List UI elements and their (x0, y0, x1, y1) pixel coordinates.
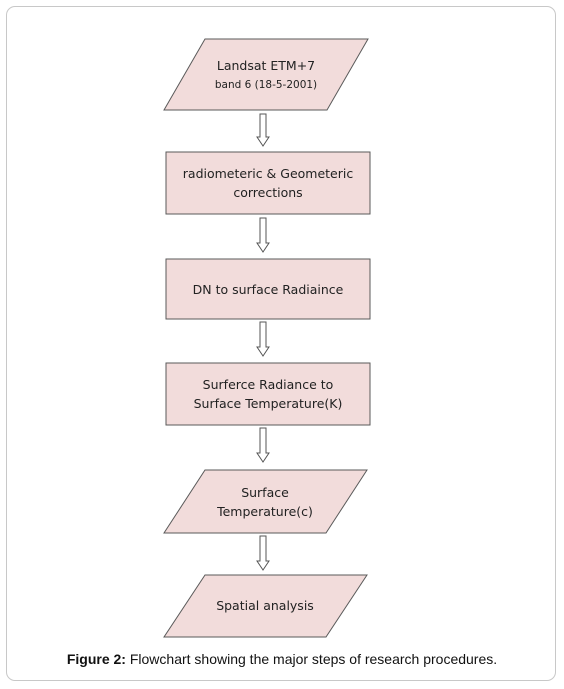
node-surface-temperature-line-2: Temperature(c) (216, 504, 313, 519)
arrow-2 (256, 217, 270, 253)
figure-caption: Figure 2: Flowchart showing the major st… (0, 651, 564, 667)
node-radiance-to-temperature-line-1: Surferce Radiance to (203, 377, 334, 392)
figure-caption-text: Flowchart showing the major steps of res… (125, 651, 498, 667)
node-corrections: radiometeric & Geometeric corrections (165, 151, 371, 215)
figure-caption-label: Figure 2: (66, 651, 126, 667)
arrow-1 (256, 113, 270, 147)
node-dn-to-radiance: DN to surface Radiaince (165, 258, 371, 320)
node-corrections-line-1: radiometeric & Geometeric (183, 166, 354, 181)
node-corrections-line-2: corrections (233, 185, 302, 200)
node-dn-to-radiance-line-1: DN to surface Radiaince (193, 282, 344, 297)
node-input-landsat-line-2: band 6 (18-5-2001) (215, 79, 317, 91)
node-spatial-analysis: Spatial analysis (163, 574, 368, 638)
node-input-landsat-line-1: Landsat ETM+7 (217, 58, 315, 73)
node-radiance-to-temperature: Surferce Radiance to Surface Temperature… (165, 362, 371, 426)
arrow-5 (256, 535, 270, 571)
node-surface-temperature: Surface Temperature(c) (163, 469, 368, 534)
arrow-3 (256, 321, 270, 357)
figure-frame (6, 6, 556, 681)
arrow-4 (256, 427, 270, 463)
node-surface-temperature-line-1: Surface (241, 485, 289, 500)
node-radiance-to-temperature-line-2: Surface Temperature(K) (194, 396, 343, 411)
node-spatial-analysis-line-1: Spatial analysis (216, 598, 314, 613)
node-input-landsat: Landsat ETM+7 band 6 (18-5-2001) (163, 38, 369, 111)
